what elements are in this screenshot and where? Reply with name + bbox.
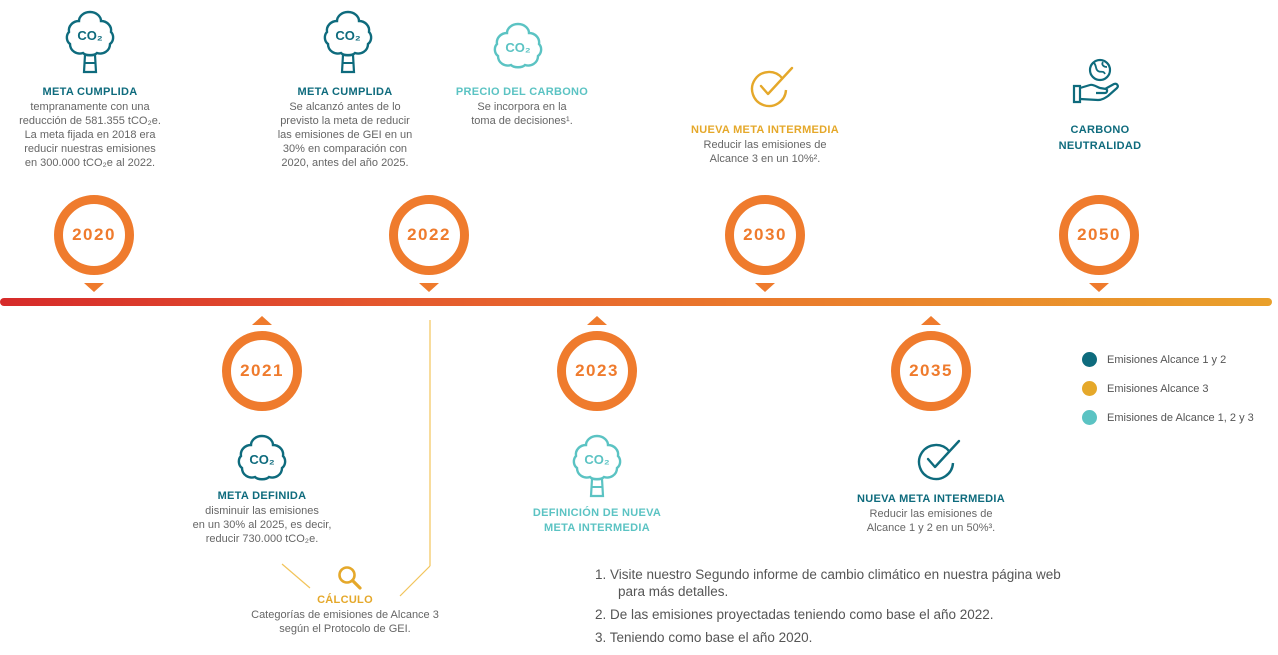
checkmark-circle-icon: [748, 64, 796, 113]
legend-swatch: [1082, 381, 1097, 396]
pointer-2035: [921, 316, 941, 325]
milestone-2035-line: Reducir las emisiones de: [869, 508, 993, 520]
milestone-2030-line: Reducir las emisiones de: [703, 139, 827, 151]
year-marker-2023: 2023: [557, 331, 637, 411]
precio-carbono-line: Se incorpora en la: [477, 101, 567, 113]
legend-label: Emisiones de Alcance 1, 2 y 3: [1107, 411, 1254, 424]
milestone-2022-line: Se alcanzó antes de lo: [289, 101, 401, 113]
year-marker-2021: 2021: [222, 331, 302, 411]
globe-in-hand-icon: [1070, 56, 1122, 113]
milestone-2023-line: META INTERMEDIA: [544, 522, 650, 534]
milestone-2022-line: 30% en comparación con: [282, 143, 408, 155]
pointer-2030: [755, 283, 775, 292]
footnotes: 1. Visite nuestro Segundo informe de cam…: [595, 566, 1061, 652]
milestone-2020-line: reducción de 581.355 tCO₂e.: [19, 115, 161, 127]
svg-text:CO₂: CO₂: [335, 28, 361, 43]
milestone-2022-line: las emisiones de GEI en un: [277, 129, 413, 141]
milestone-2050-line: NEUTRALIDAD: [1058, 140, 1142, 152]
year-marker-2022: 2022: [389, 195, 469, 275]
footnote-text: 1. Visite nuestro Segundo informe de cam…: [595, 567, 1061, 582]
milestone-2020-title: META CUMPLIDA: [42, 86, 138, 98]
footnote-item: 1. Visite nuestro Segundo informe de cam…: [595, 566, 1061, 600]
precio-carbono-title: PRECIO DEL CARBONO: [455, 86, 589, 98]
footnote-item: 3. Teniendo como base el año 2020.: [595, 629, 1061, 646]
pointer-2020: [84, 283, 104, 292]
year-marker-2030: 2030: [725, 195, 805, 275]
milestone-2035-text: NUEVA META INTERMEDIA Reducir las emisio…: [841, 493, 1021, 535]
milestone-2035-line: Alcance 1 y 2 en un 50%³.: [866, 522, 996, 534]
checkmark-circle-icon: [915, 437, 963, 486]
precio-carbono-line: toma de decisiones¹.: [471, 115, 573, 127]
pointer-2022: [419, 283, 439, 292]
legend-label: Emisiones Alcance 1 y 2: [1107, 353, 1227, 366]
footnote-text: para más detalles.: [618, 584, 729, 599]
year-marker-2035: 2035: [891, 331, 971, 411]
calculo-line: según el Protocolo de GEI.: [279, 623, 411, 635]
footnote-text: 3. Teniendo como base el año 2020.: [595, 630, 813, 645]
milestone-2020-line: reducir nuestras emisiones: [24, 143, 156, 155]
legend-item-alcance-1-2-3: Emisiones de Alcance 1, 2 y 3: [1082, 410, 1254, 425]
pointer-2021: [252, 316, 272, 325]
milestone-2050-text: CARBONO NEUTRALIDAD: [1035, 124, 1165, 152]
milestone-2035-title: NUEVA META INTERMEDIA: [856, 493, 1006, 505]
milestone-2022-line: previsto la meta de reducir: [280, 115, 410, 127]
pointer-2050: [1089, 283, 1109, 292]
legend-swatch: [1082, 352, 1097, 367]
svg-text:CO₂: CO₂: [249, 452, 275, 467]
footnote-text: 2. De las emisiones proyectadas teniendo…: [595, 607, 994, 622]
legend-label: Emisiones Alcance 3: [1107, 382, 1209, 395]
milestone-2021-line: disminuir las emisiones: [205, 505, 319, 517]
co2-cloud-icon: CO₂: [492, 20, 544, 75]
co2-tree-icon: CO₂: [322, 8, 374, 83]
milestone-2021-line: en un 30% al 2025, es decir,: [192, 519, 332, 531]
milestone-2020-line: en 300.000 tCO₂e al 2022.: [24, 157, 156, 169]
milestone-2022-line: 2020, antes del año 2025.: [281, 157, 409, 169]
milestone-2030-text: NUEVA META INTERMEDIA Reducir las emisio…: [675, 124, 855, 166]
milestone-2020-line: La meta fijada en 2018 era: [24, 129, 156, 141]
timeline-bar: [0, 298, 1272, 306]
svg-text:CO₂: CO₂: [77, 28, 103, 43]
milestone-2022-text: META CUMPLIDA Se alcanzó antes de lo pre…: [255, 86, 435, 170]
precio-carbono-text: PRECIO DEL CARBONO Se incorpora en la to…: [452, 86, 592, 128]
milestone-2023-text: DEFINICIÓN DE NUEVA META INTERMEDIA: [507, 507, 687, 534]
calculo-title: CÁLCULO: [317, 594, 373, 606]
connector-lines: [281, 320, 431, 597]
magnifier-icon: [337, 565, 363, 596]
milestone-2030-line: Alcance 3 en un 10%².: [709, 153, 821, 165]
footnote-item: 2. De las emisiones proyectadas teniendo…: [595, 606, 1061, 623]
year-marker-2020: 2020: [54, 195, 134, 275]
milestone-2020-text: META CUMPLIDA tempranamente con una redu…: [0, 86, 180, 170]
legend-item-alcance-3: Emisiones Alcance 3: [1082, 381, 1209, 396]
milestone-2021-title: META DEFINIDA: [217, 490, 307, 502]
calculo-text: CÁLCULO Categorías de emisiones de Alcan…: [240, 594, 450, 636]
milestone-2023-line: DEFINICIÓN DE NUEVA: [532, 507, 662, 519]
milestone-2020-line: tempranamente con una: [30, 101, 150, 113]
milestone-2021-text: META DEFINIDA disminuir las emisiones en…: [172, 490, 352, 546]
svg-text:CO₂: CO₂: [505, 40, 531, 55]
milestone-2021-line: reducir 730.000 tCO₂e.: [205, 533, 319, 545]
milestone-2030-title: NUEVA META INTERMEDIA: [690, 124, 840, 136]
co2-tree-icon: CO₂: [571, 432, 623, 507]
svg-text:CO₂: CO₂: [584, 452, 610, 467]
legend-item-alcance-1-2: Emisiones Alcance 1 y 2: [1082, 352, 1226, 367]
pointer-2023: [587, 316, 607, 325]
legend-swatch: [1082, 410, 1097, 425]
calculo-line: Categorías de emisiones de Alcance 3: [251, 609, 439, 621]
milestone-2050-line: CARBONO: [1070, 124, 1130, 136]
year-marker-2050: 2050: [1059, 195, 1139, 275]
co2-tree-icon: CO₂: [64, 8, 116, 83]
co2-cloud-icon: CO₂: [236, 432, 288, 487]
milestone-2022-title: META CUMPLIDA: [297, 86, 393, 98]
